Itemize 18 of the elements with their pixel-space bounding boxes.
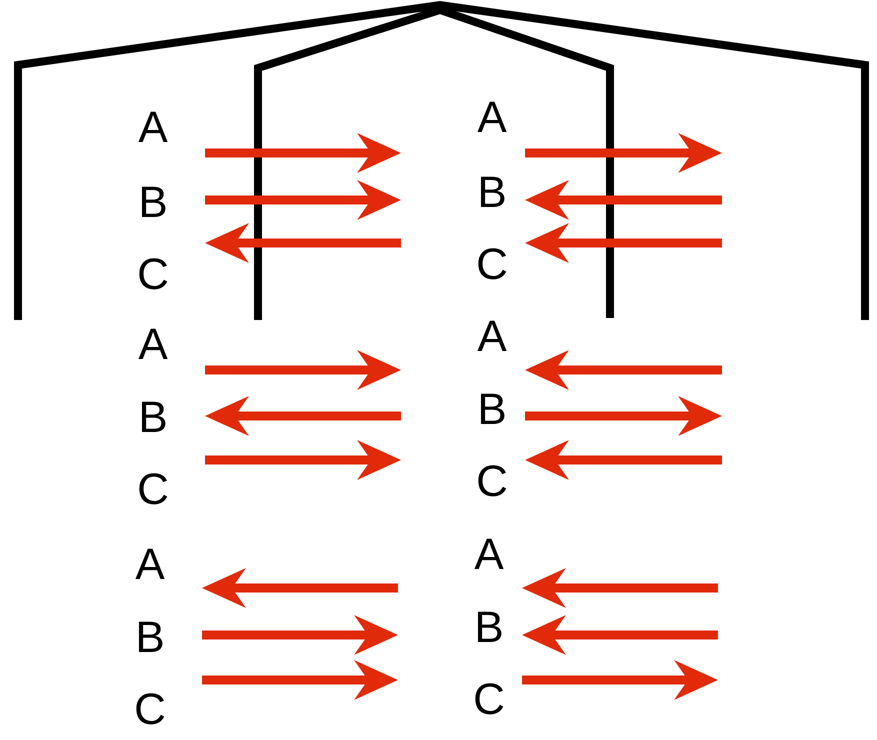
row-letter: A [477,96,507,140]
row-letter: C [134,688,166,732]
row-letter: A [138,106,168,150]
row-letter: B [138,181,168,225]
row-letter: C [137,468,169,512]
row-letter: C [476,460,508,504]
row-letter: A [135,543,165,587]
row-letter: A [477,315,507,359]
row-letter: C [476,243,508,287]
row-letter: B [135,616,165,660]
row-letter: A [138,323,168,367]
row-letter: C [473,678,505,722]
row-letter: B [138,396,168,440]
row-letter: B [474,606,504,650]
row-letter: B [477,388,507,432]
row-letter: B [477,171,507,215]
row-letter: A [474,533,504,577]
row-letter: C [137,253,169,297]
